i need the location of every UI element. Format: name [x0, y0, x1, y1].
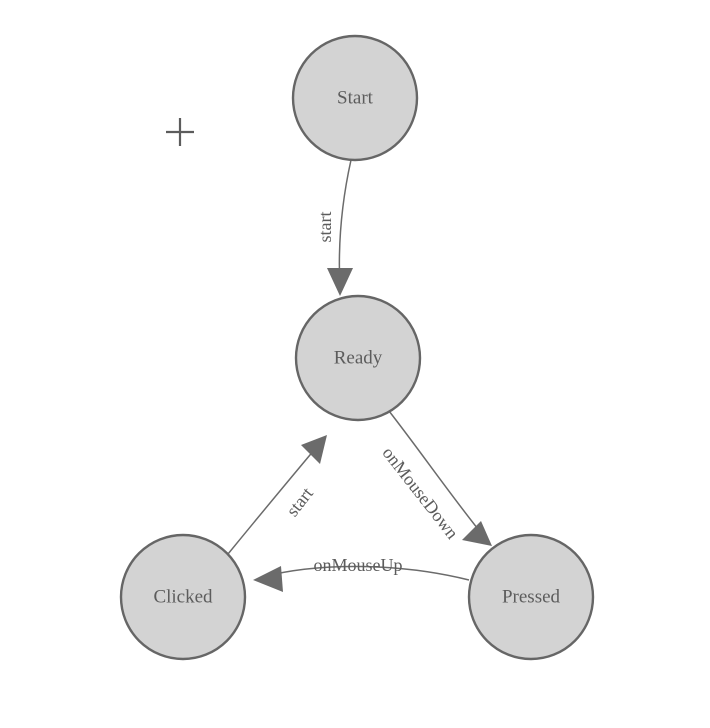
- edge-label: start: [282, 483, 317, 520]
- edge-start-to-ready[interactable]: start: [315, 159, 353, 296]
- state-node-circle[interactable]: [294, 294, 422, 422]
- state-node-pressed[interactable]: Pressed: [467, 533, 595, 661]
- state-node-circle[interactable]: [291, 34, 419, 162]
- state-node-label: Pressed: [502, 586, 561, 607]
- state-node-circle[interactable]: [119, 533, 247, 661]
- edge-label: start: [315, 212, 335, 243]
- edge-line[interactable]: [388, 410, 487, 540]
- edge-pressed-to-clicked[interactable]: onMouseUp: [253, 555, 470, 592]
- state-node-ready[interactable]: Ready: [294, 294, 422, 422]
- state-node-start[interactable]: Start: [291, 34, 419, 162]
- state-node-label: Ready: [334, 347, 383, 368]
- markers-layer: [166, 118, 194, 146]
- edge-clicked-to-ready[interactable]: start: [227, 435, 327, 555]
- crosshair-icon: [166, 118, 194, 146]
- state-node-label: Clicked: [153, 586, 213, 607]
- edge-label: onMouseUp: [314, 555, 403, 575]
- edge-line[interactable]: [261, 565, 470, 581]
- state-node-clicked[interactable]: Clicked: [119, 533, 247, 661]
- edge-ready-to-pressed[interactable]: onMouseDown: [378, 410, 492, 546]
- state-node-circle[interactable]: [467, 533, 595, 661]
- state-node-label: Start: [337, 87, 374, 108]
- arrowhead-icon: [327, 268, 353, 296]
- arrowhead-icon: [462, 521, 492, 546]
- arrowhead-icon: [301, 435, 327, 464]
- arrowhead-icon: [253, 566, 283, 592]
